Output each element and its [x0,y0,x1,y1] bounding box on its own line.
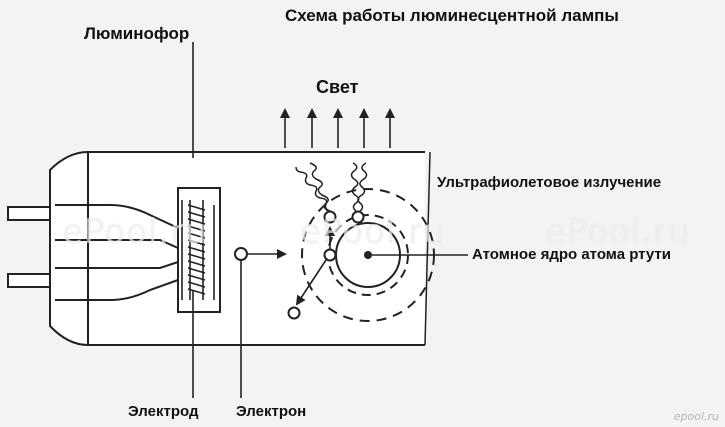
watermark: ePool.ru [545,212,691,252]
lamp-pins [7,206,51,288]
pin-bottom [7,273,51,288]
label-electron: Электрон [236,403,307,420]
label-uv: Ультрафиолетовое излучение [437,174,662,191]
electron-dot [234,247,248,261]
label-electrode: Электрод [128,403,199,420]
label-nucleus: Атомное ядро атома ртути [472,246,671,263]
site-logo: epool.ru [673,410,719,423]
light-arrows [280,108,395,148]
orbit-electrons [287,210,365,320]
label-phosphor: Люминофор [84,24,190,43]
uv-waves [295,162,368,212]
watermark: ePool.ru [62,212,208,252]
diagram-title: Схема работы люминесцентной лампы [285,6,619,25]
electrode-coil [181,200,215,300]
pin-top [7,206,51,221]
watermark: ePool.ru [300,212,446,252]
label-light: Свет [316,77,359,97]
